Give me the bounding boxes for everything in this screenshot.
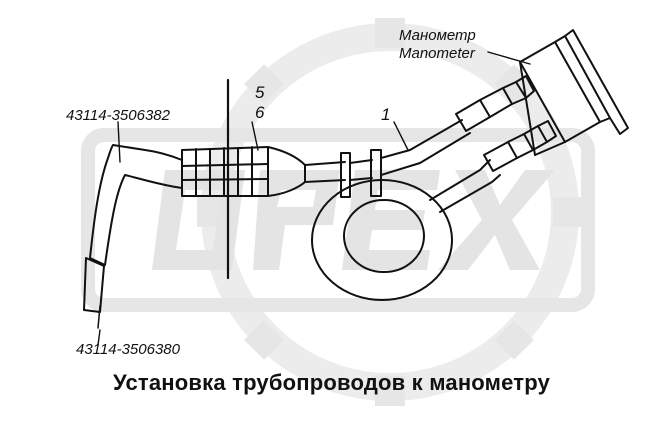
- coupling-right: [370, 149, 382, 197]
- figure-caption: Установка трубопроводов к манометру: [112, 370, 551, 395]
- pipe-left-hook: [89, 144, 183, 266]
- fitting-lower: [483, 120, 557, 172]
- label-pipe-lower: 43114-3506380: [76, 341, 180, 358]
- pipe-loop-outer: [311, 179, 453, 301]
- coupling-left: [340, 152, 351, 198]
- label-pipe-upper: 43114-3506382: [66, 107, 170, 124]
- label-manometer-ru: Манометр: [399, 27, 476, 44]
- corrugated-hose: [181, 146, 306, 197]
- pipe-to-manometer-lower: [429, 159, 501, 213]
- leader-lines: [97, 51, 531, 346]
- manometer-body: [519, 29, 629, 156]
- callout-5: 5: [255, 83, 265, 102]
- callout-1: 1: [381, 105, 391, 124]
- pipe-loop-inner: [343, 199, 425, 273]
- pipe-to-manometer-upper: [380, 119, 471, 176]
- label-manometer-en: Manometer: [399, 45, 475, 62]
- fitting-upper: [455, 75, 535, 132]
- pipe-middle: [304, 161, 346, 183]
- callout-6: 6: [255, 103, 265, 122]
- pipeline-drawing: [83, 29, 629, 346]
